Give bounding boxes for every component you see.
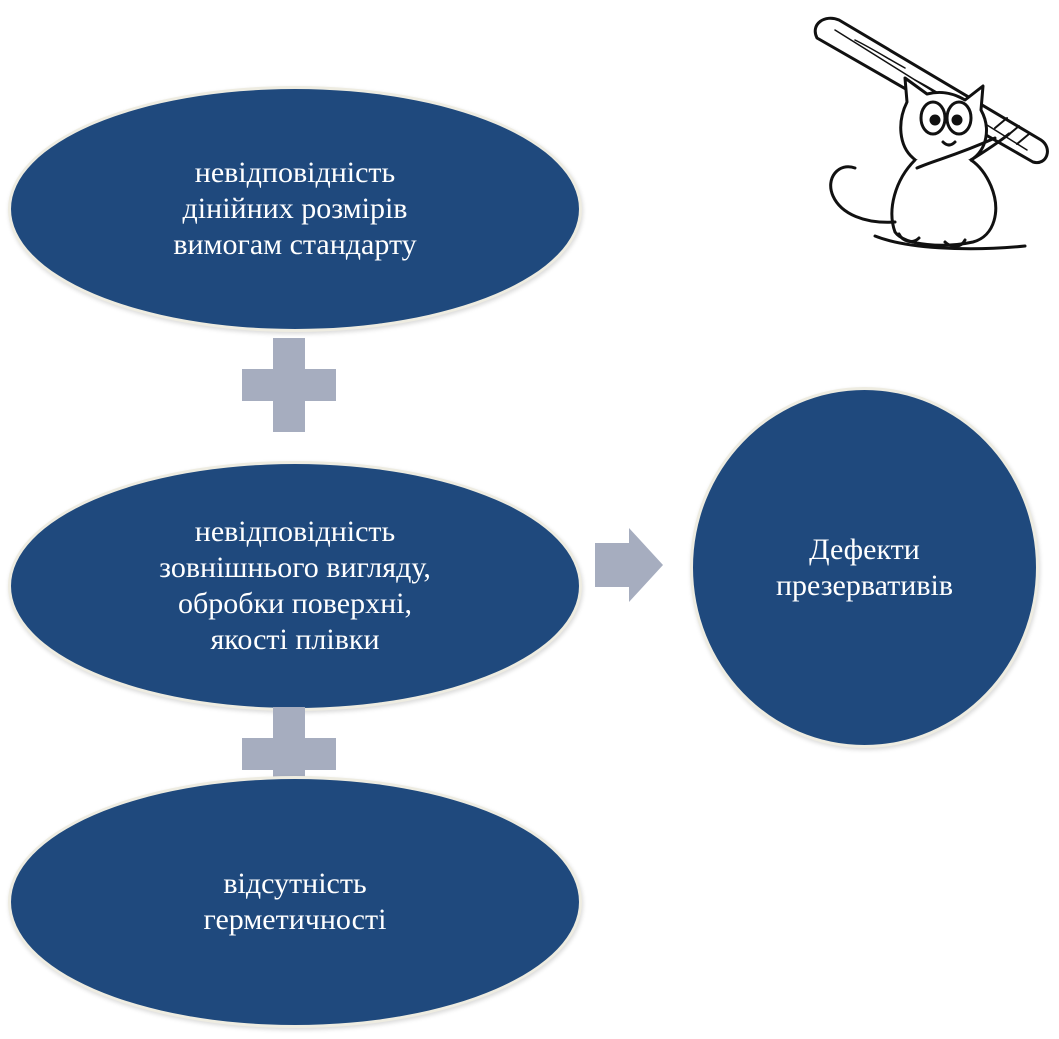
cat-body (829, 132, 1027, 251)
arrow-right-icon (595, 528, 663, 602)
input-node-dimensions: невідповідність дінійних розмірів вимога… (8, 86, 582, 332)
plus-shape (242, 338, 336, 432)
cat-with-bat-icon (813, 16, 1049, 251)
plus-icon (242, 338, 336, 432)
input-node-appearance-label: невідповідність зовнішнього вигляду, обр… (159, 515, 431, 656)
plus-icon (242, 707, 336, 801)
input-node-appearance: невідповідність зовнішнього вигляду, обр… (8, 461, 582, 711)
input-node-tightness-label: відсутність герметичності (203, 867, 387, 936)
cat-head (899, 76, 988, 169)
input-node-dimensions-label: невідповідність дінійних розмірів вимога… (173, 156, 417, 261)
result-node: Дефекти презервативів (690, 387, 1039, 748)
plus-shape (242, 707, 336, 801)
arrow-shape (595, 528, 663, 602)
result-node-label: Дефекти презервативів (775, 532, 954, 602)
input-node-tightness: відсутність герметичності (8, 776, 582, 1028)
